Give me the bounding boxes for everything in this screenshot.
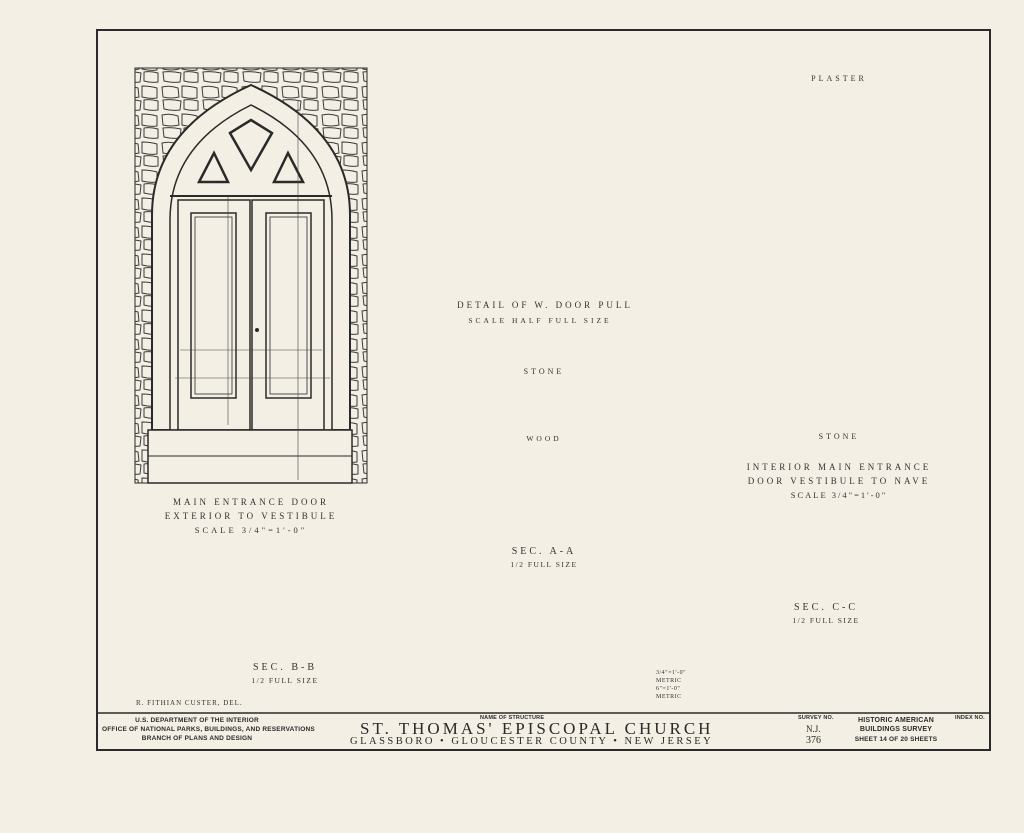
main-door-subtitle: EXTERIOR TO VESTIBULE: [164, 511, 338, 521]
interior-door-subtitle: DOOR VESTIBULE TO NAVE: [747, 476, 931, 486]
main-door-scale: SCALE 3/4"=1'-0": [194, 525, 308, 535]
agency-line-3: BRANCH OF PLANS AND DESIGN: [141, 735, 253, 742]
sheet-count: SHEET 14 OF 20 SHEETS: [854, 736, 938, 743]
delineator-credit: R. FITHIAN CUSTER, DEL.: [136, 699, 243, 707]
scale-label-4: METRIC: [656, 694, 682, 700]
section-a-a-stone-label: STONE: [523, 367, 565, 376]
section-a-a-scale: 1/2 FULL SIZE: [510, 560, 578, 569]
survey-caption: SURVEY NO.: [798, 715, 834, 721]
structure-caption: NAME OF STRUCTURE: [480, 715, 545, 721]
section-b-b-title: SEC. B-B: [252, 662, 318, 673]
scale-label-3: 6"=1'-0": [656, 686, 681, 692]
tracery-diamond: [228, 118, 274, 173]
section-b-b-scale: 1/2 FULL SIZE: [251, 676, 319, 685]
section-c-c-scale: 1/2 FULL SIZE: [792, 616, 860, 625]
plaster-label: PLASTER: [811, 74, 867, 83]
main-door-elevation: [134, 67, 368, 484]
survey-number: 376: [806, 735, 821, 746]
structure-name: ST. THOMAS' EPISCOPAL CHURCH: [360, 719, 714, 738]
main-door-title: MAIN ENTRANCE DOOR: [173, 497, 329, 507]
section-a-a-wood-label: WOOD: [526, 434, 562, 443]
interior-door-title: INTERIOR MAIN ENTRANCE: [746, 462, 932, 472]
agency-line-1: U.S. DEPARTMENT OF THE INTERIOR: [135, 717, 259, 724]
program-line-2: BUILDINGS SURVEY: [859, 726, 933, 733]
door-pull-scale: SCALE HALF FULL SIZE: [468, 316, 612, 325]
section-a-a-title: SEC. A-A: [511, 546, 577, 557]
agency-line-2: OFFICE OF NATIONAL PARKS, BUILDINGS, AND…: [102, 726, 315, 733]
index-caption: INDEX NO.: [955, 715, 985, 721]
tracery-triangle-right: [272, 150, 306, 184]
interior-stone-label: STONE: [818, 432, 860, 441]
arch-inner: [169, 104, 333, 431]
door-knob-icon: [255, 328, 259, 332]
tracery-triangle-left: [196, 150, 230, 184]
scale-label-1: 3/4"=1'-0": [656, 670, 687, 676]
interior-door-scale: SCALE 3/4"=1'-0": [790, 490, 888, 500]
structure-location: GLASSBORO • GLOUCESTER COUNTY • NEW JERS…: [350, 736, 714, 747]
scale-label-2: METRIC: [656, 678, 682, 684]
survey-number-state: N.J.: [806, 724, 821, 734]
outer-border: [96, 29, 991, 751]
program-line-1: HISTORIC AMERICAN: [857, 717, 935, 724]
section-c-c-title: SEC. C-C: [793, 602, 859, 613]
door-pull-title: DETAIL OF W. DOOR PULL: [457, 300, 633, 310]
